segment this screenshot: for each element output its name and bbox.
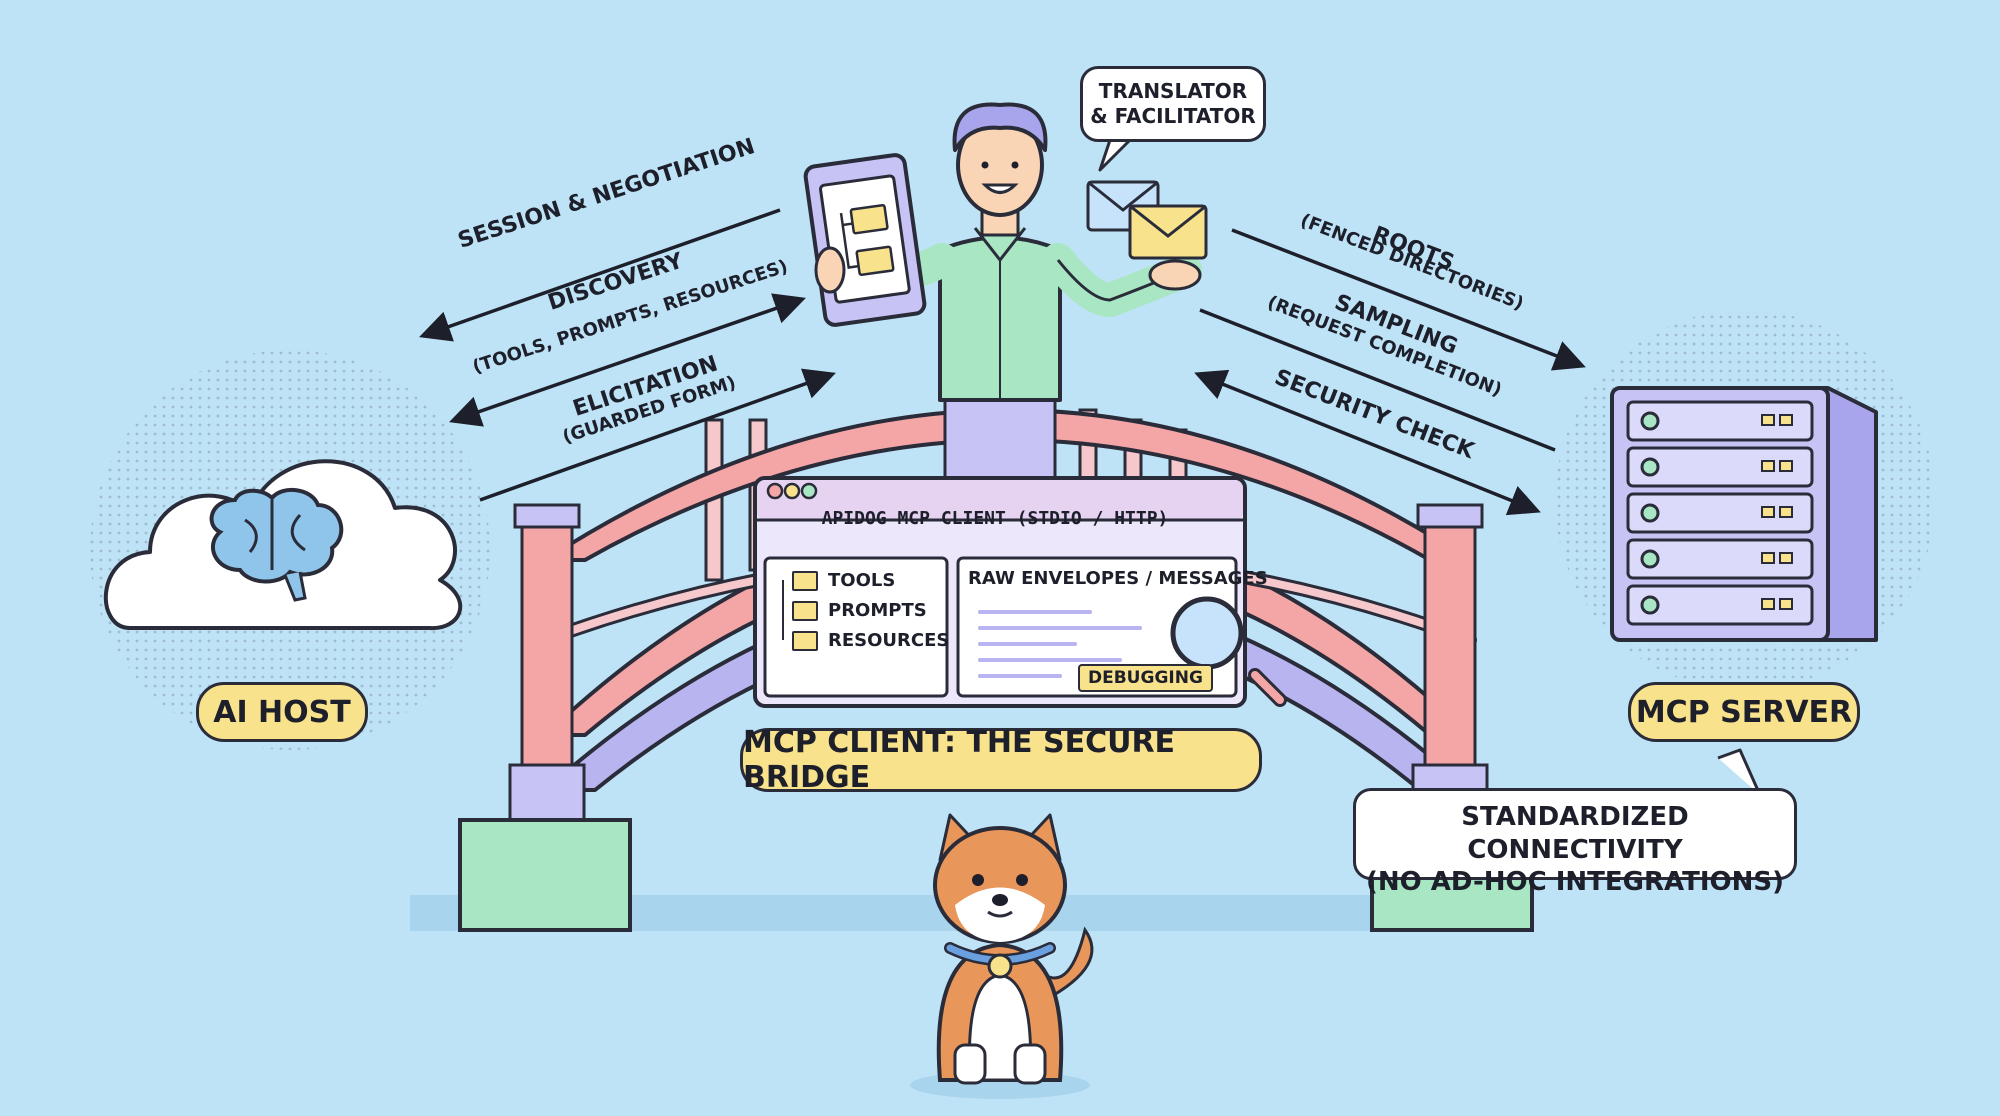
resources-item: RESOURCES (792, 630, 949, 651)
speech-line-1: TRANSLATOR (1098, 79, 1248, 103)
prompts-item: PROMPTS (792, 600, 927, 621)
window-minimize-dot (783, 482, 801, 500)
client-window (753, 476, 1247, 708)
client-window-title: APIDOG MCP CLIENT (STDIO / HTTP) (821, 508, 1169, 529)
connectivity-line-2: (NO AD-HOC INTEGRATIONS) (1365, 867, 1785, 897)
speech-line-2: & FACILITATOR (1090, 104, 1256, 128)
raw-envelopes-title: RAW ENVELOPES / MESSAGES (968, 568, 1268, 589)
file-tree-panel (763, 556, 949, 698)
tools-item: TOOLS (792, 570, 895, 591)
arrow-security (1194, 369, 1541, 516)
folder-icon (792, 570, 818, 591)
ai-host-label: AI HOST (196, 682, 368, 742)
arrow-roots (1231, 228, 1586, 371)
window-maximize-dot (800, 482, 818, 500)
envelope-icon (1086, 180, 1208, 260)
mcp-server-label: MCP SERVER (1628, 682, 1860, 742)
person-icon (863, 102, 1202, 482)
tools-label: TOOLS (828, 570, 896, 591)
tablet-icon (803, 153, 927, 327)
connectivity-speech-bubble: STANDARDIZED CONNECTIVITY (NO AD-HOC INT… (1353, 788, 1797, 897)
arrow-elicitation (479, 368, 836, 502)
shiba-dog-icon (910, 813, 1094, 1099)
translator-speech-bubble: TRANSLATOR & FACILITATOR (1080, 66, 1266, 142)
folder-icon (792, 630, 818, 651)
connectivity-line-1: STANDARDIZED CONNECTIVITY (1461, 802, 1689, 865)
resources-label: RESOURCES (828, 630, 950, 651)
server-icon (1610, 386, 1878, 642)
folder-icon (792, 600, 818, 621)
bridge-title-label: MCP CLIENT: THE SECURE BRIDGE (740, 725, 1262, 795)
window-close-dot (766, 482, 784, 500)
prompts-label: PROMPTS (828, 600, 927, 621)
speech-bubble-tail (1098, 138, 1132, 172)
brain-icon (209, 487, 344, 602)
magnifier-icon (1170, 596, 1287, 707)
arrows (419, 208, 1586, 516)
arrow-discovery (449, 293, 806, 427)
connectivity-bubble-tail (1717, 748, 1762, 796)
debugging-badge: DEBUGGING (1078, 664, 1213, 692)
